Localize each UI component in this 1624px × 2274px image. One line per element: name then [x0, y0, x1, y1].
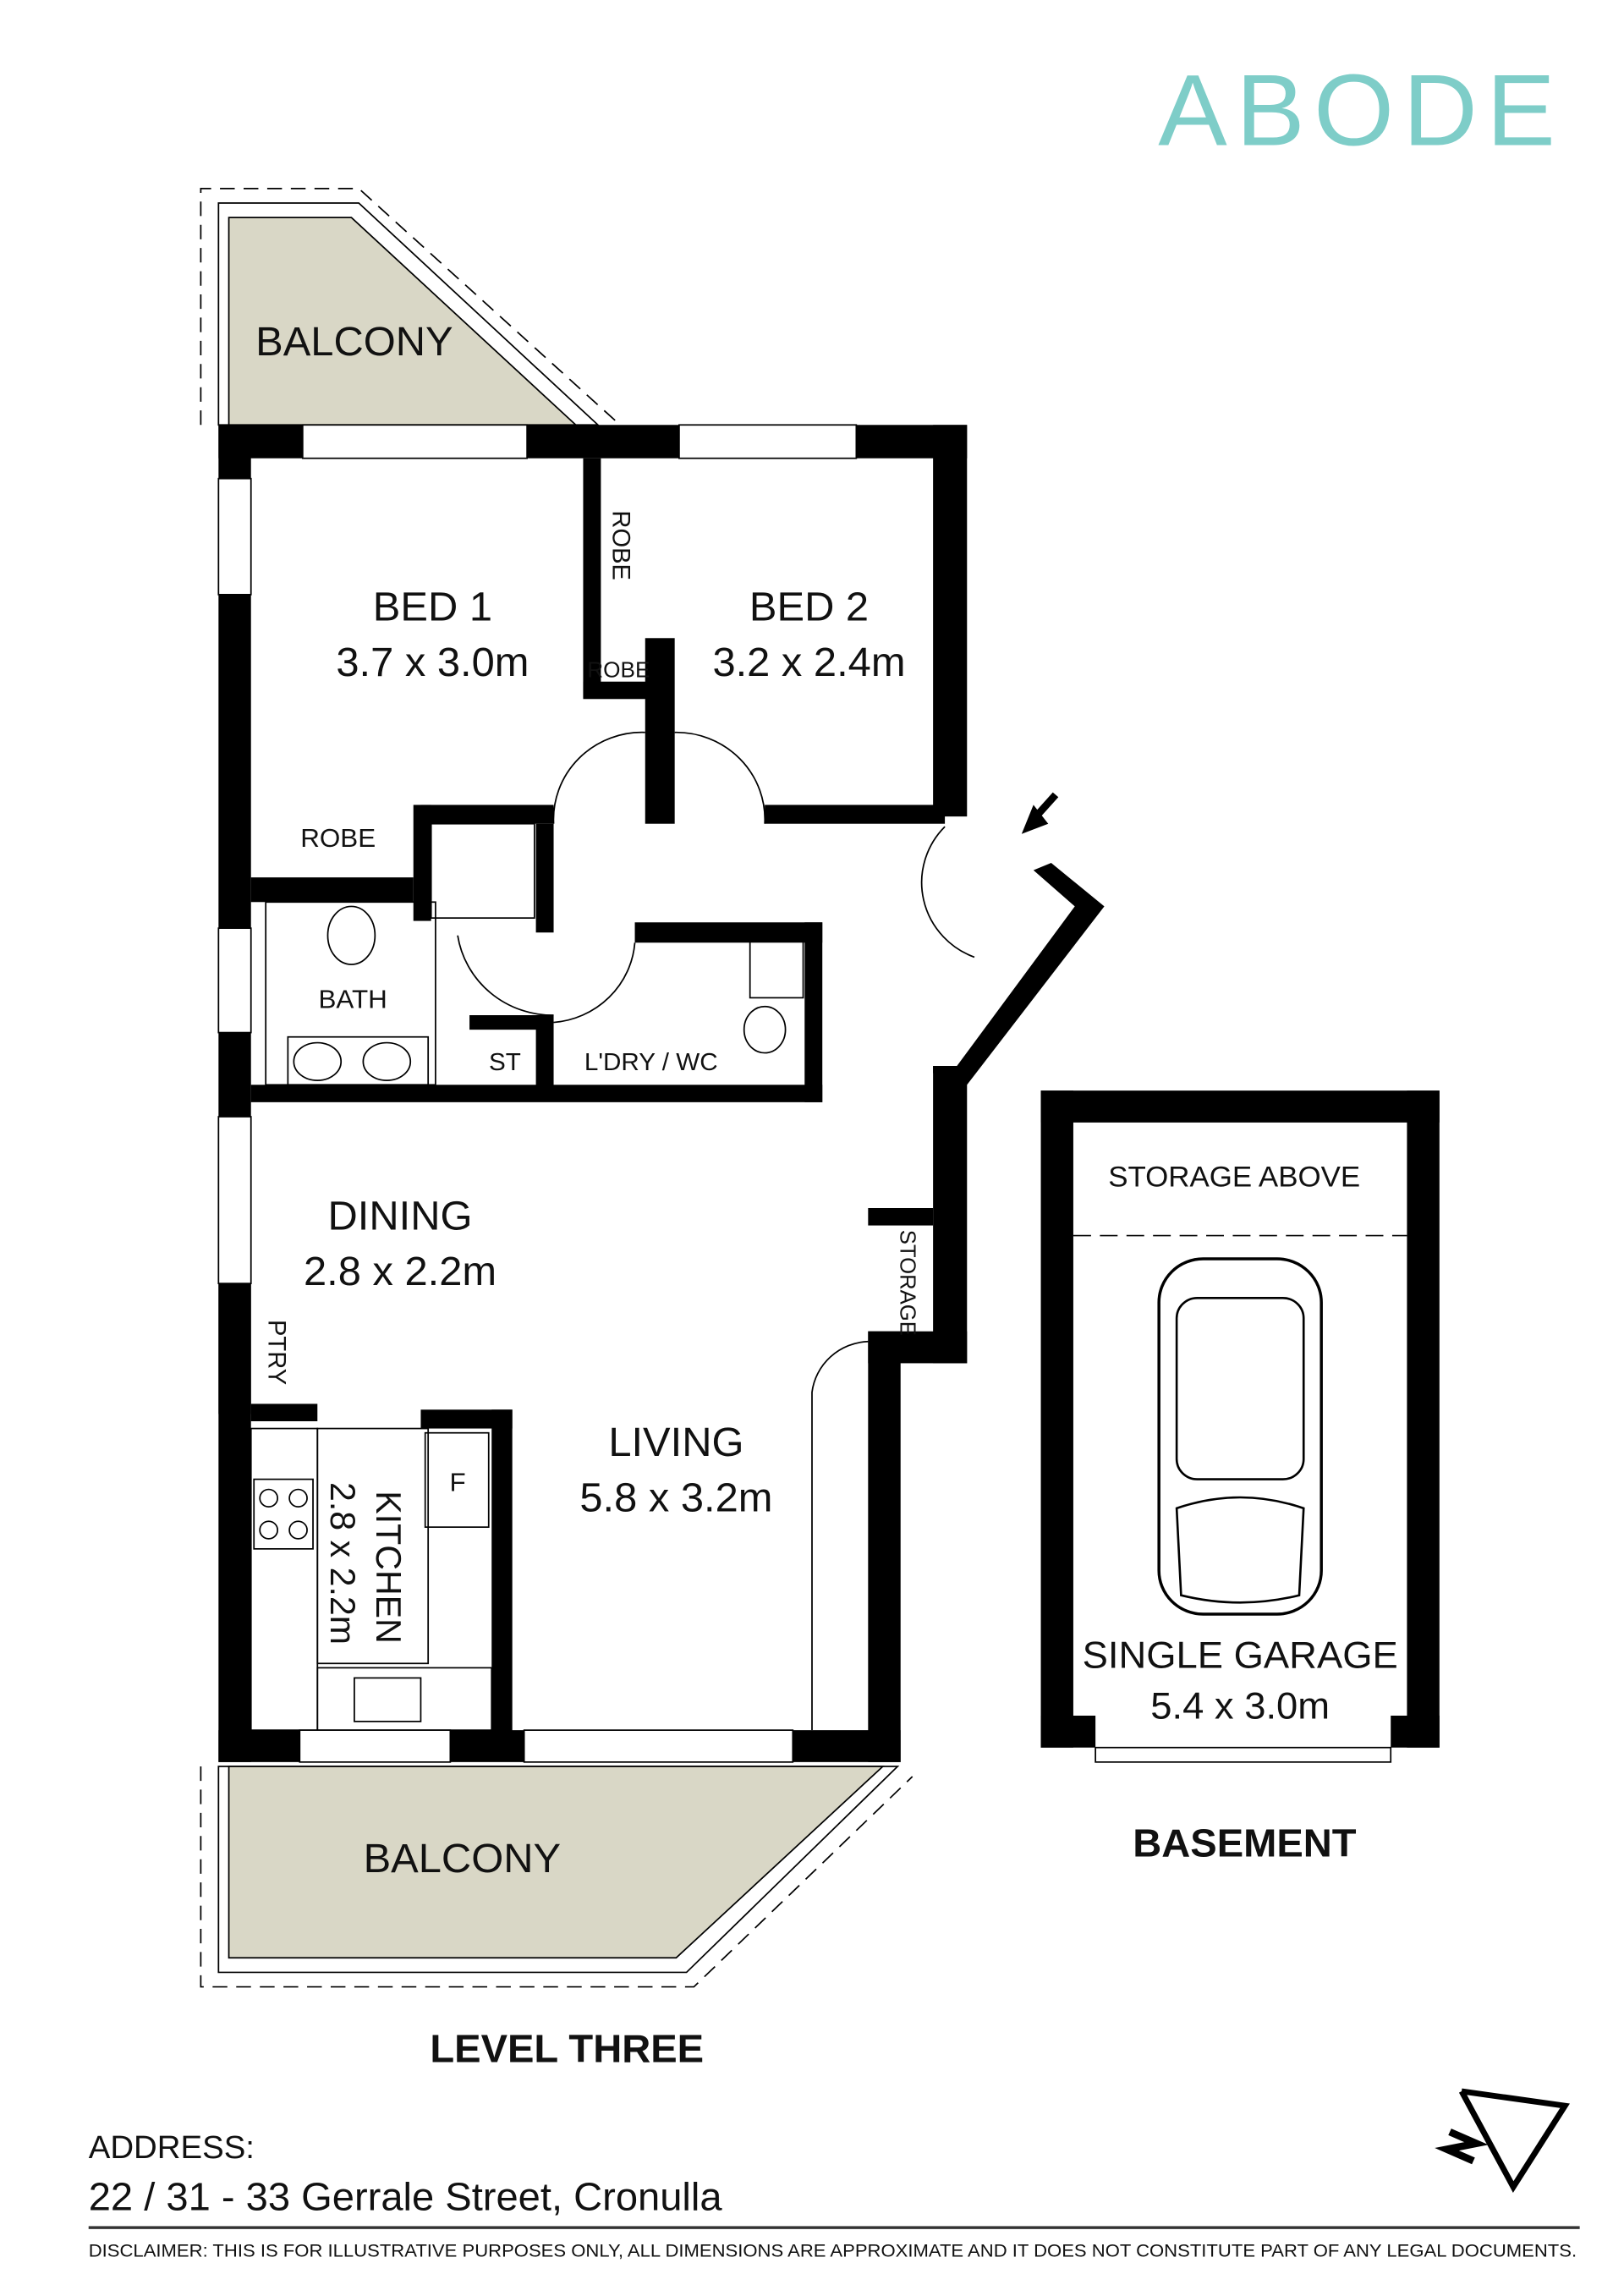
- label-bed2-size: 3.2 x 2.4m: [712, 640, 905, 685]
- north-arrow-icon: [1435, 2088, 1570, 2194]
- garage: [1040, 1090, 1440, 1763]
- label-kitchen-size: 2.8 x 2.2m: [323, 1482, 363, 1645]
- basement-title: BASEMENT: [1133, 1821, 1357, 1865]
- footer-divider: [88, 2226, 1580, 2229]
- label-storage-above: STORAGE ABOVE: [1108, 1162, 1360, 1194]
- disclaimer-text: DISCLAIMER: THIS IS FOR ILLUSTRATIVE PUR…: [89, 2240, 1577, 2261]
- brand-logo: ABODE: [1158, 52, 1564, 167]
- label-dining-name: DINING: [328, 1194, 473, 1239]
- label-storage: STORAGE: [896, 1230, 919, 1336]
- level-title: LEVEL THREE: [430, 2027, 704, 2071]
- label-living-name: LIVING: [608, 1420, 743, 1466]
- doors: [457, 731, 975, 1731]
- bathroom-fixtures: [265, 822, 804, 1086]
- label-balcony-bottom: BALCONY: [364, 1837, 562, 1882]
- label-dining-size: 2.8 x 2.2m: [304, 1249, 497, 1294]
- label-robe-bed2: ROBE: [606, 510, 634, 580]
- label-bath: BATH: [318, 985, 387, 1014]
- entry-arrow-icon: [1021, 792, 1059, 834]
- windows: [217, 424, 858, 1763]
- car-icon: [1157, 1257, 1323, 1616]
- label-garage-size: 5.4 x 3.0m: [1150, 1684, 1330, 1727]
- label-fridge: F: [449, 1468, 465, 1497]
- kitchen-fixtures: [250, 1427, 493, 1731]
- label-kitchen-name: KITCHEN: [369, 1491, 409, 1644]
- label-laundry: L'DRY / WC: [584, 1048, 718, 1076]
- label-living-size: 5.8 x 3.2m: [579, 1475, 772, 1521]
- address-text: 22 / 31 - 33 Gerrale Street, Cronulla: [89, 2175, 722, 2219]
- label-st: ST: [489, 1048, 521, 1076]
- label-garage-name: SINGLE GARAGE: [1083, 1634, 1398, 1677]
- label-pantry: PTRY: [263, 1320, 291, 1385]
- label-bed1-name: BED 1: [373, 585, 492, 630]
- label-robe-bed1: ROBE: [300, 823, 376, 853]
- label-balcony-top: BALCONY: [255, 319, 453, 365]
- label-bed1-size: 3.7 x 3.0m: [336, 640, 529, 685]
- address-label: ADDRESS:: [89, 2130, 255, 2166]
- label-bed2-name: BED 2: [749, 585, 869, 630]
- balcony-bottom: [200, 1766, 914, 1988]
- label-robe-small: ROBE: [587, 659, 650, 683]
- balcony-top: [200, 188, 621, 426]
